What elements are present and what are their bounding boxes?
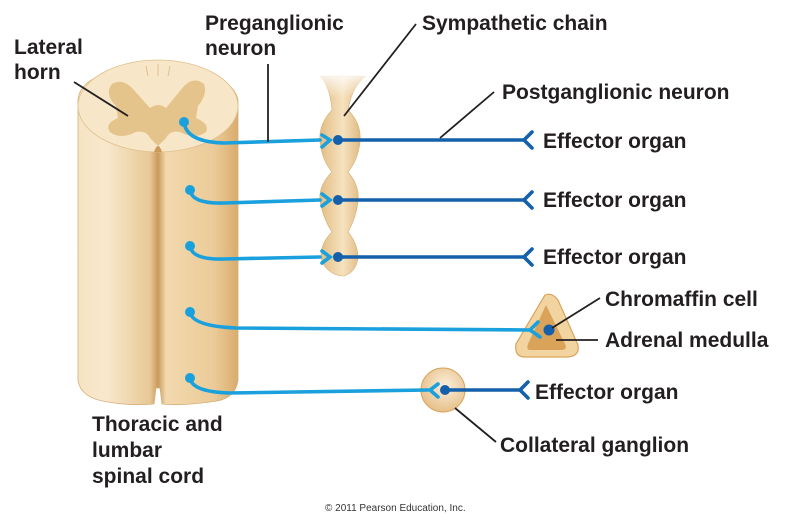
synapse-1 [320,133,334,149]
preganglionic-soma-1 [179,117,189,127]
label-collateral-ganglion: Collateral ganglion [500,434,689,457]
leader-chromaffin [551,297,601,329]
label-preganglionic-2: neuron [205,37,276,60]
label-effector-organ-2: Effector organ [543,189,687,212]
effector-ending-2 [521,190,534,210]
label-lateral-horn-1: Lateral [14,36,83,59]
synapse-2 [320,192,333,208]
spinal-cord [77,59,239,406]
preganglionic-axon-4 [188,310,532,332]
label-effector-organ-3: Effector organ [543,246,687,269]
postganglionic-neurons [333,130,555,400]
label-spinal-cord-3: spinal cord [92,465,204,488]
label-lateral-horn-2: horn [14,61,61,84]
effector-ending-4 [517,380,530,400]
leader-lateral-horn [73,81,129,117]
label-postganglionic: Postganglionic neuron [502,81,730,104]
preganglionic-neurons [179,117,542,399]
label-effector-organ-4: Effector organ [535,381,679,404]
leader-sympathetic-chain [343,23,417,117]
preganglionic-soma-5 [185,373,195,383]
chromaffin-cell [543,324,555,336]
label-spinal-cord-2: lumbar [92,439,162,462]
leader-collateral [454,407,497,443]
label-spinal-cord-1: Thoracic and [92,413,223,436]
label-sympathetic-chain: Sympathetic chain [422,12,608,35]
copyright-notice: © 2011 Pearson Education, Inc. [325,503,466,514]
preganglionic-soma-4 [185,307,195,317]
preganglionic-soma-2 [185,185,195,195]
label-chromaffin-cell: Chromaffin cell [605,288,758,311]
sympathetic-chain [316,70,370,277]
leader-postganglionic [439,91,495,139]
effector-ending-1 [521,130,534,150]
effector-ending-3 [521,247,534,267]
leader-lines [73,23,601,443]
label-effector-organ-1: Effector organ [543,130,687,153]
gray-matter [108,80,207,146]
label-preganglionic-1: Preganglionic [205,12,344,35]
preganglionic-soma-3 [185,241,195,251]
synapse-4 [527,320,542,339]
synapse-3 [320,249,333,265]
label-adrenal-medulla: Adrenal medulla [605,329,769,352]
synapse-5 [427,382,440,399]
